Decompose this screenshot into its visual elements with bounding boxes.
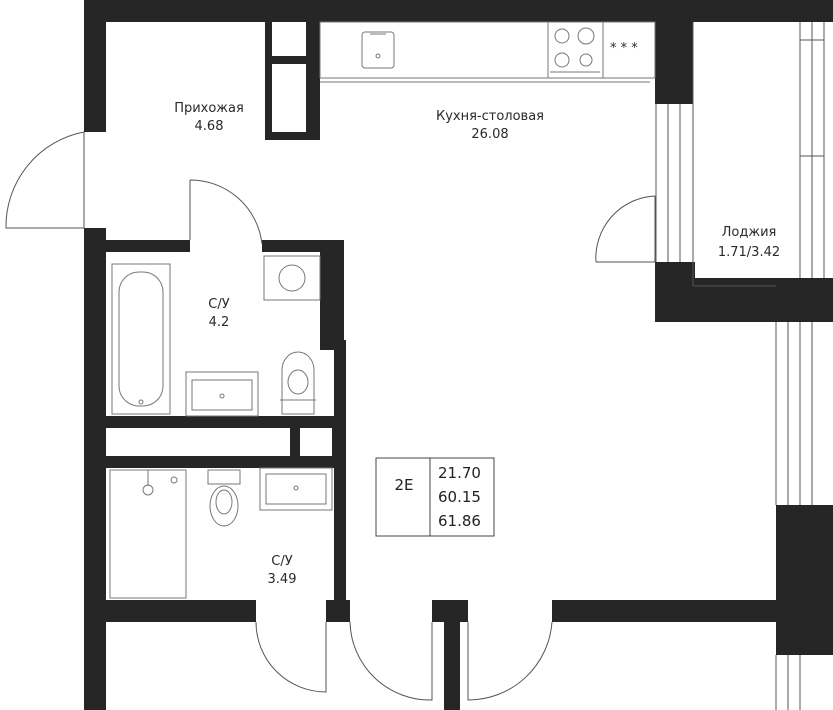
wall-bath-right [320, 240, 344, 350]
room-area-loggia: 1.71/3.42 [718, 245, 780, 260]
wall-bath-divider-2 [106, 456, 346, 468]
wall-shaft-right [332, 416, 344, 468]
toilet-1 [281, 351, 315, 415]
bath1-fixtures [111, 255, 321, 417]
loggia-partition [692, 22, 776, 287]
door-entrance [5, 131, 85, 229]
door-loggia [595, 195, 656, 263]
washbasin [185, 371, 259, 417]
walls [84, 0, 833, 710]
area-value-living: 21.70 [438, 464, 481, 482]
wall-bottom-mid [432, 600, 468, 622]
wall-bottom-pier [326, 600, 350, 622]
bath2-fixtures [109, 467, 333, 599]
room-name-bath2: С/У [271, 554, 292, 569]
stove-burner [577, 27, 595, 45]
kitchen-sink [361, 31, 395, 69]
wall-shaft-left [290, 416, 300, 468]
stove-burner [554, 28, 570, 44]
washing-machine [263, 255, 321, 301]
door-bath1 [189, 179, 263, 245]
wall-pier-hall-mid [265, 56, 320, 64]
wall-pier-hall-2 [306, 22, 320, 140]
wall-bottom-right [552, 600, 784, 622]
stove-marks: * * * [610, 41, 638, 56]
room-name-hallway: Прихожая [174, 101, 244, 116]
toilet-2 [207, 469, 241, 485]
room-name-kitchen: Кухня-столовая [436, 109, 544, 124]
wall-bath-divider-1 [106, 416, 346, 428]
wall-bottom-mid-stem [444, 622, 460, 710]
wall-right-pier [776, 505, 833, 655]
stove [547, 21, 604, 79]
bathtub [111, 263, 171, 415]
kitchen-fixtures [319, 21, 656, 83]
wall-kitchen-corner [655, 22, 693, 104]
door-bath2 [255, 621, 327, 693]
room-name-bath1: С/У [208, 297, 229, 312]
area-value-total: 60.15 [438, 488, 481, 506]
stove-burner [554, 52, 570, 68]
wall-loggia-bottom [655, 278, 833, 322]
room-area-bath2: 3.49 [268, 572, 297, 587]
window-kitchen [655, 104, 694, 262]
stove-burner [579, 53, 593, 67]
window-room [775, 322, 813, 710]
room-area-hallway: 4.68 [195, 119, 224, 134]
room-name-loggia: Лоджия [722, 225, 777, 240]
wall-pier-hall-bottom [265, 132, 320, 140]
area-value-full: 61.86 [438, 512, 481, 530]
doors [5, 131, 656, 701]
wall-top [84, 0, 833, 22]
bathtub-inner [118, 271, 164, 407]
apartment-code: 2E [394, 476, 413, 494]
wall-pier-hall [265, 22, 272, 140]
room-area-bath1: 4.2 [209, 315, 230, 330]
kitchen-counter [319, 21, 656, 79]
door-room-right [467, 621, 553, 701]
washbasin-2 [259, 467, 333, 511]
wall-left-lower [84, 228, 106, 710]
washing-machine-drum [278, 264, 306, 292]
wall-bath-top-a [106, 240, 190, 252]
shower-tray [109, 469, 187, 599]
door-room-left [349, 621, 433, 701]
window-loggia [799, 22, 825, 278]
room-area-kitchen: 26.08 [471, 127, 508, 142]
wall-left-upper [84, 0, 106, 132]
windows [655, 22, 825, 710]
area-table: 2E 21.70 60.15 61.86 [375, 457, 495, 537]
wall-bath-right-lower [334, 340, 346, 622]
wall-bottom-left [84, 600, 256, 622]
